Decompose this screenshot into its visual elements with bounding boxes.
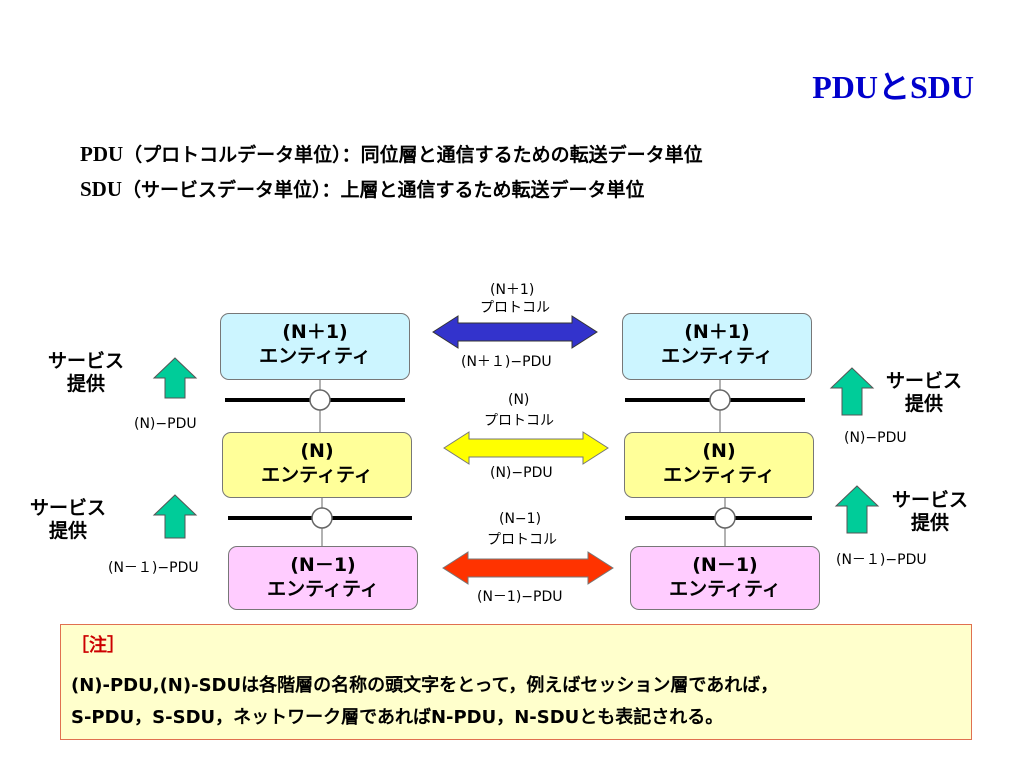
right-entity-n-plus-1-label: エンティティ <box>661 345 773 367</box>
note-line-1: (N)-PDU,(N)-SDUは各階層の名称の頭文字をとって，例えばセッション層… <box>71 675 779 696</box>
sdu-definition: SDU（サービスデータ単位）：上層と通信するため転送データ単位 <box>80 175 645 202</box>
protocol-n-plus-1-label: プロトコル <box>480 300 550 316</box>
right-entity-n-plus-1: (N＋1) エンティティ <box>622 313 812 380</box>
service-label-right-upper-line2: 提供 <box>905 393 944 415</box>
right-entity-n-minus-1-label: エンティティ <box>669 578 781 600</box>
left-sap-lower <box>311 507 333 529</box>
service-label-left-lower-line1: サービス <box>30 497 107 519</box>
left-upper-pdu-label: (N)−PDU <box>134 416 197 432</box>
right-sap-lower <box>714 507 736 529</box>
service-label-right-lower-line1: サービス <box>892 489 969 511</box>
right-upper-pdu-label: (N)−PDU <box>844 430 907 446</box>
pdu-abbr: PDU <box>80 142 124 166</box>
left-entity-n-minus-1: (N－1) エンティティ <box>228 546 418 610</box>
note-line-2: S-PDU，S-SDU，ネットワーク層であればN-PDU，N-SDUとも表記され… <box>71 707 724 728</box>
protocol-n-plus-1-pdu: (N＋１)−PDU <box>461 354 552 370</box>
right-entity-n-label: エンティティ <box>663 464 775 486</box>
service-label-left-lower: サービス 提供 <box>30 497 106 543</box>
protocol-n-minus-1-layer: (N−1) <box>499 511 542 527</box>
left-entity-n-plus-1-label: エンティティ <box>259 345 371 367</box>
protocol-n-plus-1-layer: (N＋1) <box>490 282 535 298</box>
protocol-n-layer: (N) <box>508 392 530 408</box>
sdu-abbr: SDU <box>80 177 123 201</box>
protocol-n-minus-1-label: プロトコル <box>487 532 557 548</box>
protocol-n-minus-1-pdu: (N－1)−PDU <box>477 589 563 605</box>
right-lower-pdu-label: (N－１)−PDU <box>836 552 927 568</box>
left-entity-n-layer: (N) <box>300 440 334 462</box>
pdu-definition-text: （プロトコルデータ単位）：同位層と通信するための転送データ単位 <box>123 144 703 166</box>
note-heading: ［注］ <box>71 635 125 656</box>
protocol-arrow-n <box>443 431 609 465</box>
service-arrow-left-upper <box>152 357 198 399</box>
page-title: PDUとSDU <box>812 69 974 105</box>
protocol-arrow-n-plus-1 <box>432 315 598 349</box>
right-entity-n-layer: (N) <box>702 440 736 462</box>
left-entity-n: (N) エンティティ <box>222 432 412 498</box>
right-entity-n-minus-1: (N－1) エンティティ <box>630 546 820 610</box>
left-sap-upper <box>309 389 331 411</box>
service-label-right-lower: サービス 提供 <box>892 489 968 535</box>
left-entity-n-plus-1: (N＋1) エンティティ <box>220 313 410 380</box>
service-label-left-lower-line2: 提供 <box>49 520 88 542</box>
service-label-left-upper-line1: サービス <box>48 350 125 372</box>
service-label-left-upper-line2: 提供 <box>67 373 106 395</box>
protocol-n-label: プロトコル <box>484 413 554 429</box>
sdu-definition-text: （サービスデータ単位）：上層と通信するため転送データ単位 <box>122 179 645 201</box>
right-entity-n-plus-1-layer: (N＋1) <box>684 321 750 343</box>
left-entity-n-minus-1-layer: (N－1) <box>290 554 356 576</box>
service-arrow-right-lower <box>834 485 880 534</box>
service-arrow-right-upper <box>829 367 875 416</box>
service-arrow-left-lower <box>152 494 198 539</box>
right-entity-n-minus-1-layer: (N－1) <box>692 554 758 576</box>
protocol-arrow-n-minus-1 <box>442 551 614 585</box>
service-label-left-upper: サービス 提供 <box>48 350 124 396</box>
left-entity-n-label: エンティティ <box>261 464 373 486</box>
right-entity-n: (N) エンティティ <box>624 432 814 498</box>
pdu-definition: PDU（プロトコルデータ単位）：同位層と通信するための転送データ単位 <box>80 140 703 167</box>
note-box: ［注］ (N)-PDU,(N)-SDUは各階層の名称の頭文字をとって，例えばセッ… <box>60 624 972 740</box>
right-sap-upper <box>709 389 731 411</box>
left-entity-n-plus-1-layer: (N＋1) <box>282 321 348 343</box>
service-label-right-upper-line1: サービス <box>886 370 963 392</box>
left-entity-n-minus-1-label: エンティティ <box>267 578 379 600</box>
service-label-right-upper: サービス 提供 <box>886 370 962 416</box>
service-label-right-lower-line2: 提供 <box>911 512 950 534</box>
protocol-n-pdu: (N)−PDU <box>490 465 553 481</box>
left-lower-pdu-label: (N－１)−PDU <box>108 560 199 576</box>
